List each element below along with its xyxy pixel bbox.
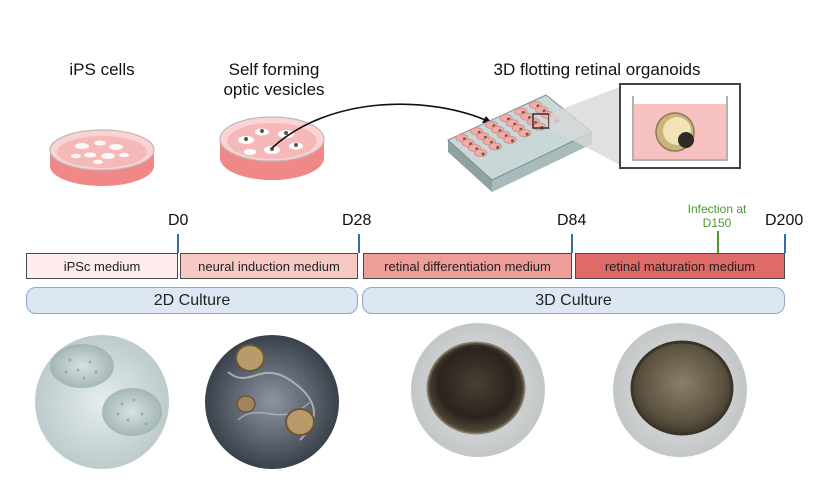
day-label-d0: D0	[168, 212, 189, 229]
micrograph-organoid-early	[411, 323, 545, 457]
tick-d28	[358, 234, 360, 253]
day-label-d28: D28	[342, 212, 372, 229]
organoid-dot	[481, 152, 485, 156]
organoid-dot	[510, 139, 515, 143]
micrograph-organoid-late	[613, 323, 747, 457]
culture-2d: 2D Culture	[26, 287, 358, 314]
organoids-title: 3D flotting retinal organoids	[493, 60, 701, 79]
culture-3d: 3D Culture	[362, 287, 785, 314]
medium-retinal-differentiation: retinal differentiation medium	[363, 253, 572, 279]
infection-label-line2: D150	[702, 216, 732, 230]
vesicles-title-line1: Self forming	[228, 60, 320, 79]
tick-d200	[784, 234, 786, 253]
infection-label: Infection at D150	[672, 202, 762, 230]
micrograph-vesicles	[205, 335, 339, 469]
vesicles-title-line2: optic vesicles	[223, 80, 325, 99]
zoom-panel	[619, 83, 741, 169]
organoid-dot	[525, 132, 529, 136]
ips-dish-icon	[49, 129, 155, 186]
day-label-d200: D200	[765, 212, 804, 229]
ips-cells-title: iPS cells	[69, 60, 135, 79]
well	[488, 142, 502, 151]
vesicles-dish-icon	[219, 116, 325, 180]
well	[518, 129, 532, 138]
medium-ipsc: iPSc medium	[26, 253, 178, 279]
organoid-dot	[496, 145, 500, 149]
micrograph-ips	[35, 335, 169, 469]
infection-label-line1: Infection at	[687, 202, 747, 216]
tick-d84	[571, 234, 573, 253]
medium-retinal-maturation: retinal maturation medium	[575, 253, 785, 279]
well	[532, 122, 547, 131]
well	[473, 148, 488, 157]
day-label-d84: D84	[557, 212, 587, 229]
vesicles-title: Self forming optic vesicles	[206, 60, 342, 100]
medium-neural-induction: neural induction medium	[180, 253, 358, 279]
tick-d0	[177, 234, 179, 253]
infection-tick	[717, 231, 719, 253]
well	[503, 135, 517, 144]
